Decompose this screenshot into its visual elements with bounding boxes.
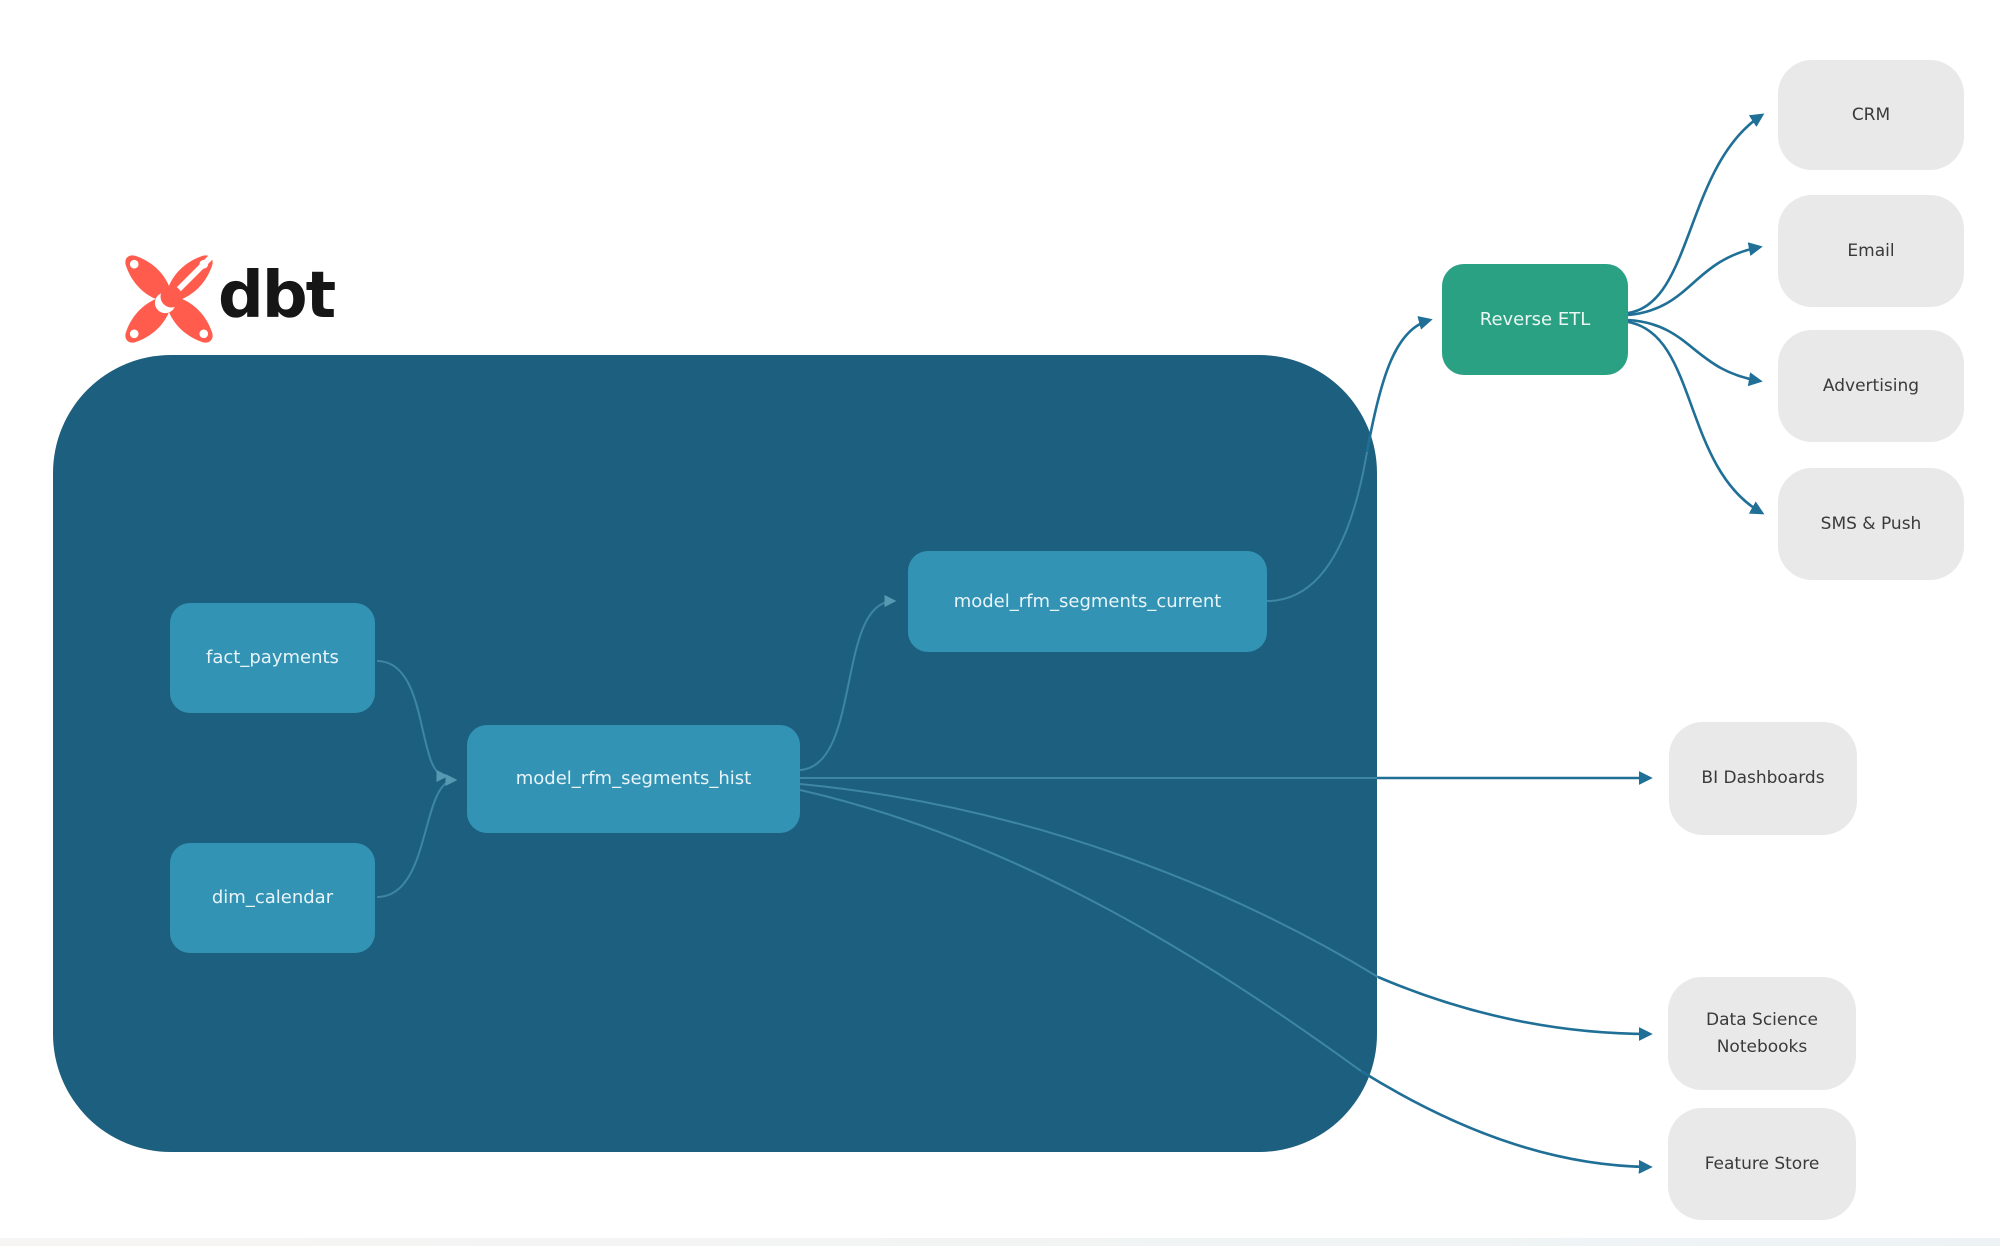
node-reverse-etl[interactable]: Reverse ETL (1442, 264, 1628, 375)
edge-hist-to-fs-outside (1360, 1069, 1653, 1174)
edge-hist-to-ds-outside (1377, 975, 1653, 1041)
node-label: model_rfm_segments_hist (515, 768, 752, 790)
node-label: SMS & Push (1820, 513, 1922, 534)
node-advertising[interactable]: Advertising (1778, 330, 1964, 442)
node-label: model_rfm_segments_current (953, 590, 1222, 612)
node-label: BI Dashboards (1701, 768, 1825, 789)
dbt-logo-text: dbt (218, 259, 336, 333)
node-bi-dashboards[interactable]: BI Dashboards (1669, 722, 1857, 835)
edge-retl-to-advertising (1627, 318, 1763, 387)
bottom-edge-strip (0, 1238, 2000, 1246)
edge-current-to-retl-outside (1365, 316, 1433, 453)
node-label: fact_payments (206, 647, 339, 669)
node-email[interactable]: Email (1778, 195, 1964, 307)
edge-retl-to-email (1627, 242, 1763, 317)
edge-retl-to-crm (1627, 113, 1765, 315)
node-model-rfm-segments-hist[interactable]: model_rfm_segments_hist (467, 725, 800, 833)
node-feature-store[interactable]: Feature Store (1668, 1108, 1856, 1220)
node-label: Feature Store (1704, 1153, 1820, 1174)
node-dim-calendar[interactable]: dim_calendar (170, 843, 375, 953)
node-label: Advertising (1822, 375, 1920, 396)
node-label: Reverse ETL (1479, 308, 1591, 330)
node-fact-payments[interactable]: fact_payments (170, 603, 375, 713)
node-sms-push[interactable]: SMS & Push (1778, 468, 1964, 580)
node-label: Email (1847, 240, 1895, 261)
node-data-science-notebooks[interactable]: Data Science Notebooks (1668, 977, 1856, 1090)
dbt-logo: dbt (122, 252, 336, 346)
node-model-rfm-segments-current[interactable]: model_rfm_segments_current (908, 551, 1267, 652)
node-crm[interactable]: CRM (1778, 60, 1964, 170)
node-label: dim_calendar (211, 887, 334, 909)
edge-retl-to-sms (1627, 320, 1765, 515)
node-label: CRM (1851, 104, 1891, 125)
dbt-logo-icon (125, 252, 216, 343)
node-label: Data Science Notebooks (1706, 1010, 1818, 1057)
